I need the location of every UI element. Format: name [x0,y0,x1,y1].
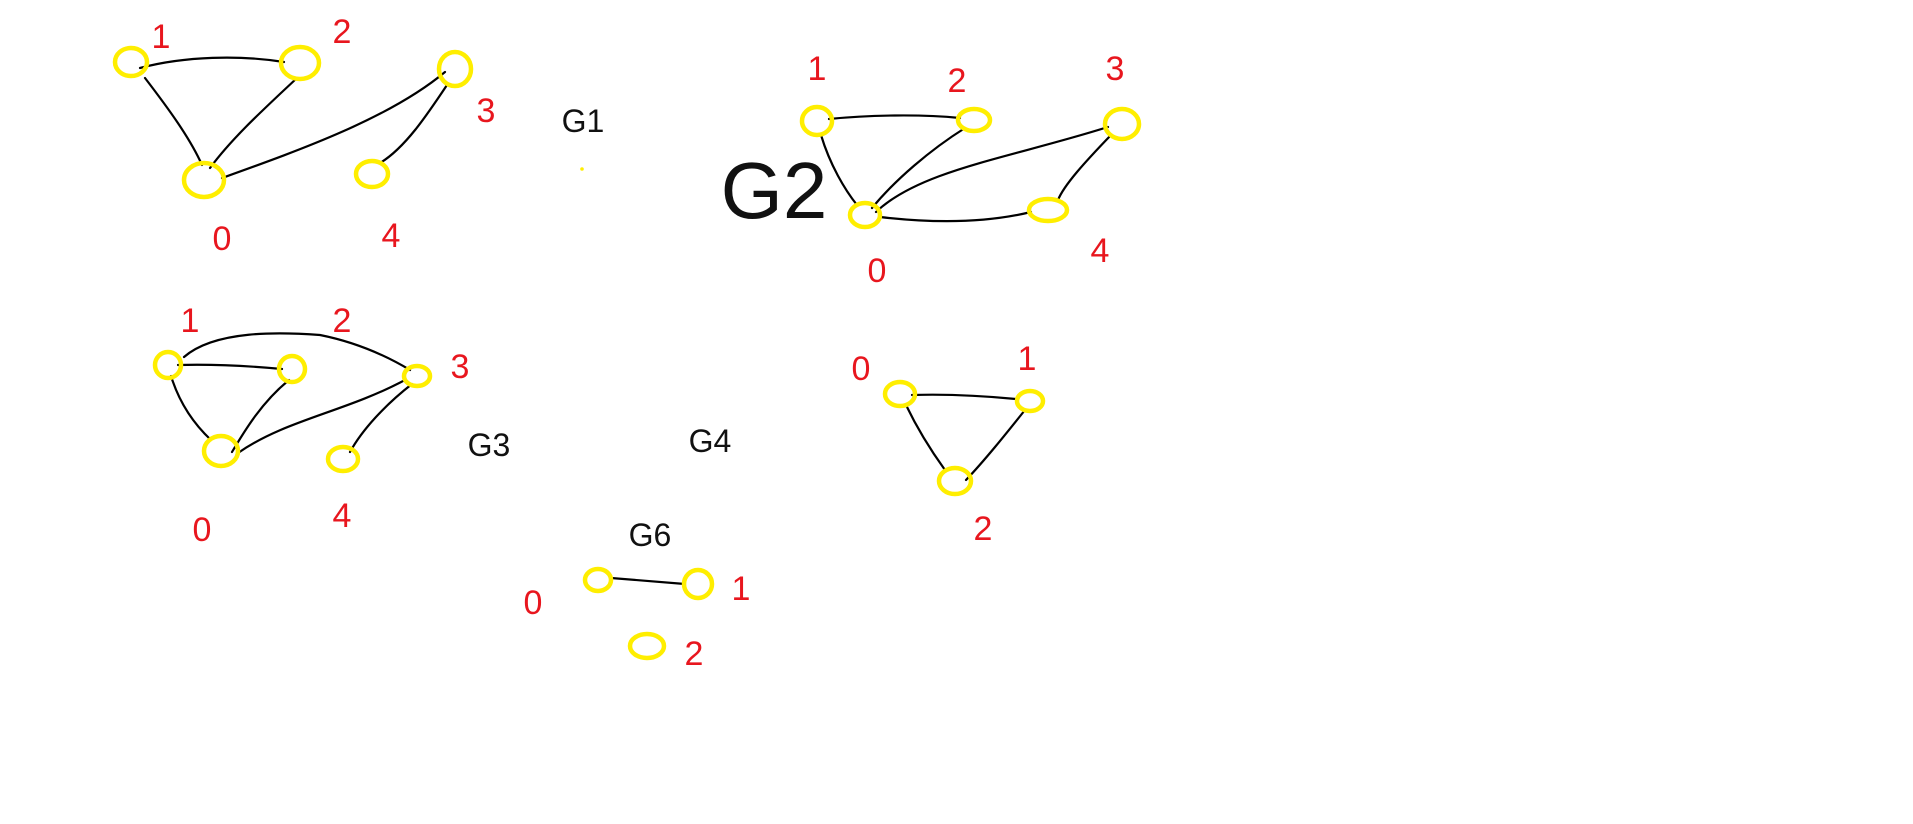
node-label-g3-3: 3 [451,348,470,386]
node-label-g3-1: 1 [181,302,200,340]
node-g6-0 [582,566,614,594]
node-label-g1-1: 1 [152,18,171,56]
node-label-g4-2: 2 [974,510,993,548]
node-label-g2-2: 2 [948,62,967,100]
node-label-g2-1: 1 [808,50,827,88]
node-g1-3 [436,49,474,89]
node-g3-2 [276,353,308,385]
node-g3-0 [201,433,241,469]
node-label-g1-4: 4 [382,217,401,255]
node-g4-1 [1014,388,1046,414]
node-g3-4 [325,444,361,474]
graph-g6: 0 1 2 G6 [524,517,751,673]
edge-g2-0-4 [878,210,1033,223]
graph-label-g6: G6 [629,517,672,553]
edge-g3-0-3 [236,378,407,455]
edge-g1-1-0 [143,76,204,167]
node-label-g3-4: 4 [333,497,352,535]
node-g2-1 [799,104,835,138]
graph-g1: 0 1 2 3 4 G1 [112,13,605,258]
graph-label-g4: G4 [689,423,732,459]
edge-g2-2-0 [870,126,967,210]
node-g1-1 [112,45,150,79]
node-g2-4 [1026,196,1070,224]
edge-g6-0-1 [609,576,687,586]
graph-g3: 0 1 2 3 4 G3 [152,302,511,549]
node-g2-0 [847,200,883,230]
graph-label-g3: G3 [468,427,511,463]
graph-g2: 0 1 2 3 4 G2 [721,50,1142,290]
edge-g3-1-2 [176,363,284,371]
edge-g4-0-2 [904,403,947,472]
node-label-g2-3: 3 [1106,50,1125,88]
stray-dot [580,167,584,171]
edge-g3-1-3 [182,332,412,372]
node-label-g1-0: 0 [213,220,232,258]
node-label-g1-2: 2 [333,13,352,51]
node-label-g2-4: 4 [1091,232,1110,270]
node-label-g6-1: 1 [732,570,751,608]
node-label-g6-0: 0 [524,584,543,622]
node-g4-2 [936,465,974,497]
node-g3-3 [401,363,433,389]
node-g1-0 [181,160,227,200]
edge-g2-3-4 [1056,133,1113,202]
node-label-g3-0: 0 [193,511,212,549]
node-label-g4-0: 0 [852,350,871,388]
edge-g1-2-0 [208,76,299,170]
graph-g4: 0 1 2 G4 [689,340,1046,548]
edge-g2-1-0 [819,133,859,207]
graph-label-g1: G1 [562,103,605,139]
node-label-g2-0: 0 [868,252,887,290]
node-label-g1-3: 3 [477,92,496,130]
node-label-g4-1: 1 [1018,340,1037,378]
node-g2-2 [955,106,993,134]
edge-g3-3-4 [348,382,414,454]
edge-g2-1-2 [827,114,962,121]
node-g4-0 [882,379,918,409]
node-g6-2 [627,631,667,661]
edge-g1-1-2 [138,56,286,70]
node-g2-3 [1102,106,1142,142]
edge-g3-1-0 [169,374,213,442]
edge-g4-0-1 [910,393,1018,401]
edge-g1-0-3 [220,70,447,180]
edge-g4-1-2 [964,408,1027,482]
graph-label-g2: G2 [721,146,828,235]
edge-g2-0-3 [874,125,1110,214]
edge-g1-3-4 [378,83,449,165]
node-label-g6-2: 2 [685,635,704,673]
node-g1-4 [353,158,391,190]
node-g1-2 [278,44,322,82]
node-label-g3-2: 2 [333,302,352,340]
node-g6-1 [681,567,715,601]
node-g3-1 [152,349,184,381]
